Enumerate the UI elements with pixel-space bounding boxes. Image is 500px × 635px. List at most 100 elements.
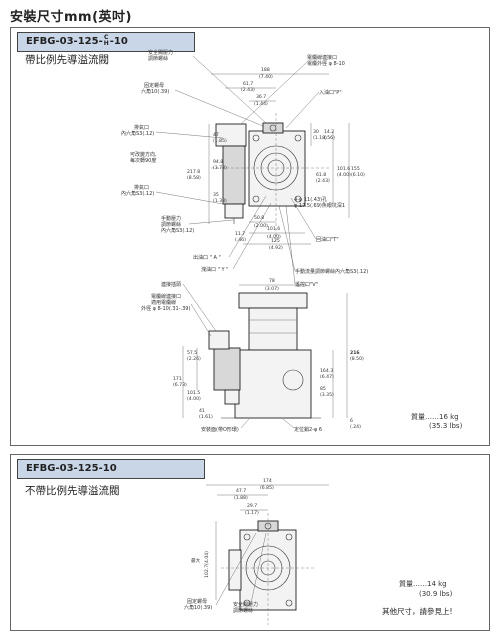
dim-171-in: (6.73) bbox=[173, 382, 187, 388]
label-remote-v: 遙控口"V" bbox=[295, 281, 318, 288]
dim-47-7: 47.7 bbox=[236, 488, 246, 494]
label-exhaust-1-2: 內六角S3(.12) bbox=[121, 130, 154, 137]
label-manual-flow: 手動流量調節螺絲內六角S3(.12) bbox=[295, 268, 368, 275]
dim-101-6-h-in: (4.00) bbox=[267, 234, 281, 240]
dim-217-8-in: (8.58) bbox=[187, 175, 201, 181]
dim-216-in: (8.50) bbox=[350, 356, 364, 362]
page-title: 安裝尺寸mm(英吋) bbox=[10, 10, 132, 25]
mount-hole-2 bbox=[243, 533, 251, 541]
label-exhaust-2: 排氣口 bbox=[134, 184, 149, 191]
label-cable-connector-2: 電纜外徑 φ 8-10 bbox=[307, 60, 345, 67]
label-cable-connector: 電纜線連接口 bbox=[307, 54, 337, 61]
label-lock-nut: 固定螺母 bbox=[144, 82, 164, 89]
model-variant-bottom: H bbox=[103, 40, 109, 47]
dim-61-7-in: (2.43) bbox=[241, 87, 255, 93]
weight-14kg: 質量……14 kg bbox=[399, 580, 447, 588]
dim-164-3: 164.3 bbox=[320, 368, 333, 374]
dim-216: 216 bbox=[350, 350, 360, 356]
label-safety-valve-2b: 調節螺絲 bbox=[233, 607, 253, 614]
label-cable-conn2-2: 適用電纜線 bbox=[151, 299, 176, 306]
label-lock-nut-2b: 六角10(.39) bbox=[184, 604, 212, 611]
label-cable-conn2-3: 外徑 φ 8-10(.31-.39) bbox=[141, 305, 190, 312]
model-variant-top: C bbox=[104, 34, 109, 41]
solenoid-end bbox=[224, 203, 244, 219]
dim-47-7-in: (1.88) bbox=[234, 495, 248, 501]
label-safety-valve: 安全閥壓力 bbox=[148, 49, 173, 56]
label-safety-valve-2: 調節螺絲 bbox=[148, 55, 168, 62]
pilot-head bbox=[262, 122, 284, 134]
label-cable-clamp: 連接插頭 bbox=[161, 281, 181, 288]
label-exhaust-2-2: 內六角S3(.12) bbox=[121, 190, 154, 197]
dim-188-in: (7.40) bbox=[259, 74, 273, 80]
dim-6-in: (.24) bbox=[350, 424, 361, 430]
model-tag-2: EFBG-03-125-10 bbox=[17, 459, 205, 479]
panel-subtitle-2: 不帶比例先導溢流閥 bbox=[25, 485, 120, 497]
label-drain-y: 洩油口 " Y " bbox=[201, 266, 228, 273]
panel-subtitle: 帶比例先導溢流閥 bbox=[25, 54, 109, 66]
dim-61-7: 61.7 bbox=[243, 81, 253, 87]
drawing-proportional-valve: 188 (7.40) 61.7 (2.43) 36.7 (1.44) 30 (1… bbox=[121, 49, 368, 433]
mount-hole bbox=[252, 134, 260, 142]
dim-85-in: (3.35) bbox=[320, 392, 334, 398]
dim-47: 47 bbox=[213, 132, 219, 138]
dim-61-8: 61.8 bbox=[316, 172, 326, 178]
weight-16kg: 質量……16 kg bbox=[411, 413, 459, 421]
solenoid-side bbox=[213, 347, 241, 391]
dim-36-7: 36.7 bbox=[256, 94, 266, 100]
dim-57-5: 57.5 bbox=[187, 350, 197, 356]
dim-188: 188 bbox=[261, 67, 270, 73]
dim-101-5: 101.5 bbox=[187, 390, 200, 396]
dim-11-7: 11.7 bbox=[235, 231, 245, 237]
dim-50-8: 50.8 bbox=[254, 215, 264, 221]
dim-94-8-in: (3.73) bbox=[213, 165, 227, 171]
model-code: EFBG-03-125- bbox=[26, 36, 103, 47]
footnote-see-above: 其他尺寸，請參見上! bbox=[382, 607, 453, 616]
mount-hole bbox=[252, 195, 260, 203]
dim-78: 78 bbox=[269, 278, 275, 284]
label-mount-holes: 4-φ 11(.43)孔 bbox=[294, 196, 327, 203]
dim-125: 125 bbox=[271, 238, 280, 244]
label-cable-conn2: 電纜線連接口 bbox=[151, 293, 181, 300]
dim-101-6-v-in: (4.00) bbox=[337, 172, 351, 178]
label-manual-pressure-2: 調節螺絲 bbox=[161, 221, 181, 228]
body-port bbox=[282, 369, 304, 391]
label-inlet-p: 入油口"P" bbox=[319, 89, 342, 96]
dim-50-8-in: (2.00) bbox=[254, 223, 268, 229]
dim-29-7: 29.7 bbox=[247, 503, 257, 509]
label-mount-face: 安裝面(帶O形環) bbox=[201, 426, 239, 433]
dim-101-5-in: (4.00) bbox=[187, 396, 201, 402]
dim-102-7: 102.7(4.04) bbox=[204, 551, 210, 578]
weight-16kg-lbs: (35.3 lbs) bbox=[429, 422, 463, 430]
solenoid-coil bbox=[222, 145, 246, 205]
dim-30-in: (1.18) bbox=[313, 135, 327, 141]
dim-174-in: (6.85) bbox=[260, 485, 274, 491]
dim-36-7-in: (1.44) bbox=[254, 101, 268, 107]
dim-57-5-in: (2.26) bbox=[187, 356, 201, 362]
mount-hole-2 bbox=[243, 599, 251, 607]
label-lock-nut-2: 六角10(.39) bbox=[141, 88, 169, 95]
solenoid-lower bbox=[224, 389, 240, 405]
dim-11-7-in: (.46) bbox=[235, 237, 246, 243]
dim-174: 174 bbox=[263, 478, 272, 484]
dim-41: 41 bbox=[199, 408, 205, 414]
mount-hole-2 bbox=[285, 533, 293, 541]
dim-217-8: 217.8 bbox=[187, 169, 200, 175]
dim-155: 155 bbox=[351, 166, 360, 172]
dim-155-in: (6.10) bbox=[351, 172, 365, 178]
dim-61-8-in: (2.43) bbox=[316, 178, 330, 184]
dim-29-7-in: (1.17) bbox=[245, 510, 259, 516]
label-locating-pin: 定位銷2-φ 6 bbox=[294, 426, 322, 433]
dim-35-in: (1.38) bbox=[213, 198, 227, 204]
label-outlet-a: 出油口 " A " bbox=[193, 254, 221, 261]
label-mount-holes-2: φ 17.5(.69)魚眼坑深1 bbox=[294, 202, 345, 209]
label-exhaust-1: 排氣口 bbox=[134, 124, 149, 131]
dim-85: 85 bbox=[320, 386, 326, 392]
label-lock-nut-2: 固定螺母 bbox=[187, 598, 207, 605]
main-valve-body bbox=[234, 349, 312, 419]
label-manual-pressure: 手動壓力 bbox=[161, 215, 181, 222]
dim-171: 171 bbox=[173, 376, 182, 382]
weight-14kg-lbs: (30.9 lbs) bbox=[419, 590, 453, 598]
